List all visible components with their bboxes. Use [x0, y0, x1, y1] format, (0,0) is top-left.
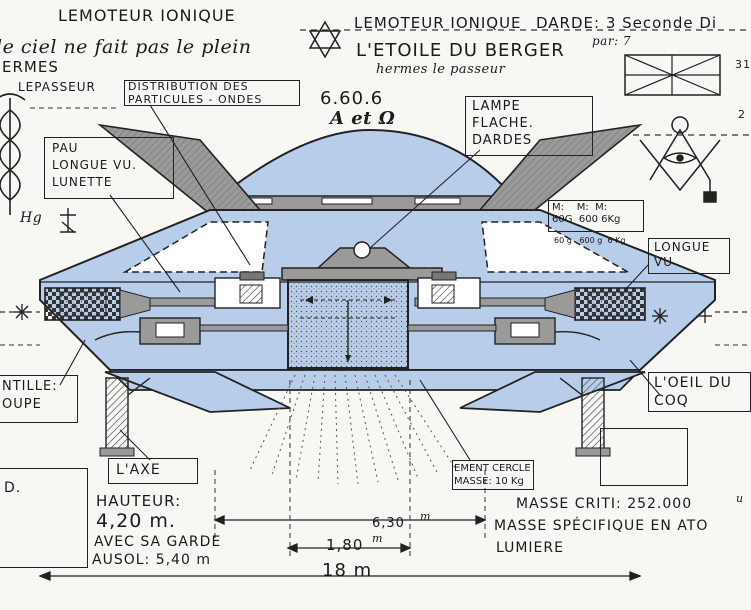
phrase: le ciel ne fait pas le plein [0, 36, 252, 58]
subtitle: L'ETOILE DU BERGER [356, 40, 565, 61]
title-left: LEMOTEUR IONIQUE [58, 6, 236, 25]
garde-label: AVEC SA GARDE [94, 534, 222, 550]
width-180: 1,80 [326, 536, 364, 554]
axe-label: L'AXE [116, 462, 161, 478]
masse-critique-unit: u [736, 492, 744, 505]
pau-box [44, 137, 174, 199]
caduceus-icon [0, 93, 26, 215]
d-label: D. [4, 480, 22, 496]
hauteur-label: HAUTEUR: [96, 492, 182, 510]
d-box [0, 468, 88, 568]
signature: hermes le passeur [376, 62, 506, 77]
compass-eye-icon [639, 116, 721, 203]
lentille-label: NTILLE:OUPE [2, 379, 58, 412]
title-center: LEMOTEUR IONIQUE [354, 14, 522, 32]
width-180-unit: m [372, 532, 383, 545]
distribution-box [124, 80, 300, 106]
lampe-box [465, 96, 593, 156]
element-box [452, 460, 534, 490]
axe-box [108, 458, 198, 484]
asterisk-icon [14, 304, 712, 324]
garde-value: AUSOL: 5,40 m [92, 552, 211, 568]
alpha-omega: A et Ω [330, 108, 396, 129]
masses-box [548, 200, 644, 232]
lumiere: LUMIERE [496, 540, 564, 556]
edge-num-1: 31 [735, 58, 751, 71]
dome [207, 128, 523, 206]
hermes-label: ERMES [2, 58, 59, 76]
masse-critique: MASSE CRITI: 252.000 [516, 496, 693, 512]
star-of-david-icon [308, 20, 342, 59]
hauteur-value: 4,20 m. [96, 510, 176, 532]
empty-box [600, 428, 688, 486]
width-18: 18 m [322, 560, 373, 581]
longue-vu-box [648, 238, 730, 274]
passeur-label: LEPASSEUR [18, 80, 96, 94]
masses-lower: 60 g 600 g 6 Kg [554, 236, 626, 245]
code-666: 6.60.6 [320, 88, 384, 109]
dardes-label: DARDE: 3 Seconde Di [536, 14, 718, 32]
width-630-unit: m [420, 510, 431, 523]
masses-label: M: M: M: 60G 600 6Kg [552, 202, 621, 225]
edge-num-2: 2 [738, 108, 746, 121]
width-630: 6,30 [372, 516, 405, 531]
lentille-box [0, 375, 78, 423]
hg-label: Hg [20, 210, 43, 226]
light-beam [249, 374, 456, 485]
masse-specifique: MASSE SPÉCIFIQUE EN ATO [494, 518, 709, 534]
mercury-symbol-icon [60, 208, 76, 233]
dardes-sub: par: 7 [592, 34, 632, 48]
